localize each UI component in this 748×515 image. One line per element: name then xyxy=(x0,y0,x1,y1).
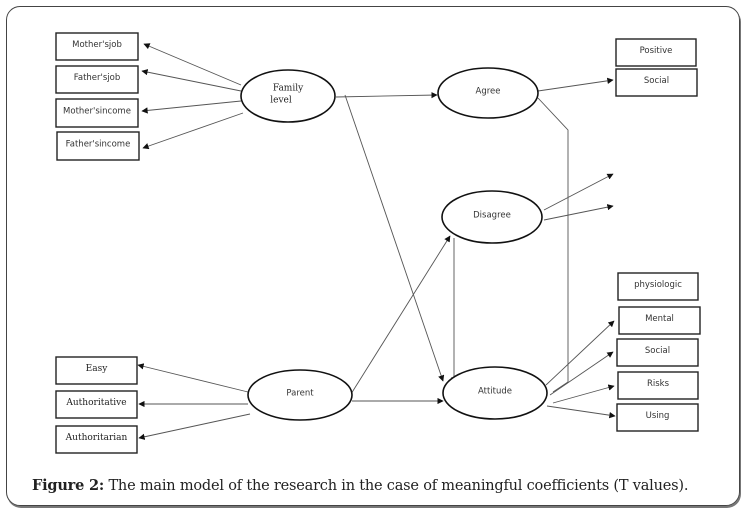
edge-family-fathers_job xyxy=(141,69,242,92)
edge-parent-disagree xyxy=(350,235,451,395)
observed-label: Risks xyxy=(647,379,670,389)
observed-node-fathers_income: Father'sincome xyxy=(56,131,140,161)
observed-node-mothers_job: Mother'sjob xyxy=(55,32,139,61)
observed-node-mental: Mental xyxy=(618,306,701,335)
edge-attitude-mental xyxy=(545,320,615,386)
observed-node-social_top: Social xyxy=(615,68,698,97)
edge-agree-attitude xyxy=(537,97,569,393)
latent-label: level xyxy=(270,96,292,106)
edge-attitude-risks xyxy=(552,384,615,404)
ellipse-shape xyxy=(442,366,548,420)
edge-agree-social_top xyxy=(537,77,614,92)
observed-label: Mother'sjob xyxy=(72,40,122,50)
latent-node-family: Family level xyxy=(240,69,336,123)
edge-disagree-unlabeled_1 xyxy=(543,173,614,211)
observed-node-physiologic: physiologic xyxy=(617,272,699,301)
edge-attitude-using xyxy=(546,405,616,419)
figure-frame xyxy=(6,6,740,506)
observed-node-positive: Positive xyxy=(615,38,697,67)
observed-node-social_bottom: Social xyxy=(616,338,699,367)
observed-label: Social xyxy=(645,346,670,356)
box-shape xyxy=(56,131,140,161)
observed-node-authoritative: Authoritative xyxy=(55,390,138,419)
box-shape xyxy=(617,272,699,301)
observed-label: Father'sincome xyxy=(66,140,131,150)
observed-label: Authoritative xyxy=(65,398,126,408)
latent-node-disagree: Disagree xyxy=(441,190,543,244)
box-shape xyxy=(615,68,698,97)
edges-layer xyxy=(137,43,616,440)
latent-label: Attitude xyxy=(478,387,512,397)
edge-parent-authoritarian xyxy=(138,413,251,440)
latent-label: Family xyxy=(273,84,304,94)
ellipse-shape xyxy=(247,369,353,421)
caption-label: Figure 2: xyxy=(32,477,105,494)
ellipse-shape xyxy=(240,69,336,123)
box-shape xyxy=(615,38,697,67)
edge-family-agree xyxy=(335,91,438,99)
edge-parent-easy xyxy=(137,363,249,393)
box-shape xyxy=(55,425,138,454)
edge-family-mothers_job xyxy=(143,43,242,86)
caption-text: The main model of the research in the ca… xyxy=(104,478,689,494)
ellipse-shape xyxy=(437,67,539,119)
box-shape xyxy=(55,65,139,94)
observed-label: Father'sjob xyxy=(74,73,120,83)
observed-node-using: Using xyxy=(616,403,699,432)
observed-label: Mother'sincome xyxy=(63,107,131,117)
latent-label: Disagree xyxy=(473,211,511,221)
latent-label: Parent xyxy=(286,389,314,399)
figure-caption: Figure 2: The main model of the research… xyxy=(32,477,688,494)
observed-label: Easy xyxy=(86,364,109,374)
observed-label: Authoritarian xyxy=(65,433,128,443)
latent-node-agree: Agree xyxy=(437,67,539,119)
observed-label: Mental xyxy=(645,314,674,324)
box-shape xyxy=(55,98,139,128)
observed-label: Positive xyxy=(640,46,673,56)
edge-disagree-unlabeled_2 xyxy=(543,204,614,221)
box-shape xyxy=(616,338,699,367)
box-shape xyxy=(616,403,699,432)
edge-family-mothers_income xyxy=(141,100,242,114)
observed-label: Using xyxy=(646,411,670,421)
latent-label: Agree xyxy=(476,87,501,97)
observed-node-fathers_job: Father'sjob xyxy=(55,65,139,94)
latent-node-attitude: Attitude xyxy=(442,366,548,420)
box-shape xyxy=(55,32,139,61)
edge-family-attitude xyxy=(344,94,445,382)
observed-node-risks: Risks xyxy=(617,371,699,400)
observed-node-mothers_income: Mother'sincome xyxy=(55,98,139,128)
observed-node-authoritarian: Authoritarian xyxy=(55,425,138,454)
box-shape xyxy=(617,371,699,400)
observed-label: Social xyxy=(644,76,669,86)
box-shape xyxy=(55,356,138,385)
ellipse-shape xyxy=(441,190,543,244)
box-shape xyxy=(618,306,701,335)
observed-node-easy: Easy xyxy=(55,356,138,385)
edge-attitude-social_bottom xyxy=(549,351,614,396)
edge-family-fathers_income xyxy=(142,112,244,150)
observed-label: physiologic xyxy=(634,280,682,290)
latent-node-parent: Parent xyxy=(247,369,353,421)
box-shape xyxy=(55,390,138,419)
